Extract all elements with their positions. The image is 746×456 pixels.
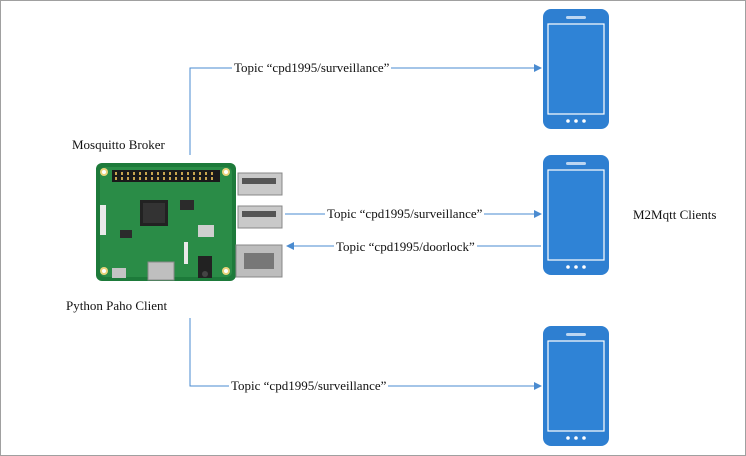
arrow-top-surveillance bbox=[189, 64, 542, 155]
clients-label: M2Mqtt Clients bbox=[633, 207, 717, 222]
topic-label-middle-out: Topic “cpd1995/surveillance” bbox=[325, 206, 485, 221]
raspberry-pi-board-icon bbox=[96, 163, 283, 281]
topic-label-middle-in: Topic “cpd1995/doorlock” bbox=[334, 239, 477, 254]
smartphone-icon bbox=[543, 9, 609, 129]
broker-label: Mosquitto Broker bbox=[72, 137, 165, 152]
smartphone-icon bbox=[543, 155, 609, 275]
smartphone-icon bbox=[543, 326, 609, 446]
topic-label-top: Topic “cpd1995/surveillance” bbox=[232, 60, 392, 75]
topic-label-bottom: Topic “cpd1995/surveillance” bbox=[229, 378, 389, 393]
arrow-bottom-surveillance bbox=[189, 318, 542, 390]
client-label: Python Paho Client bbox=[66, 298, 168, 313]
